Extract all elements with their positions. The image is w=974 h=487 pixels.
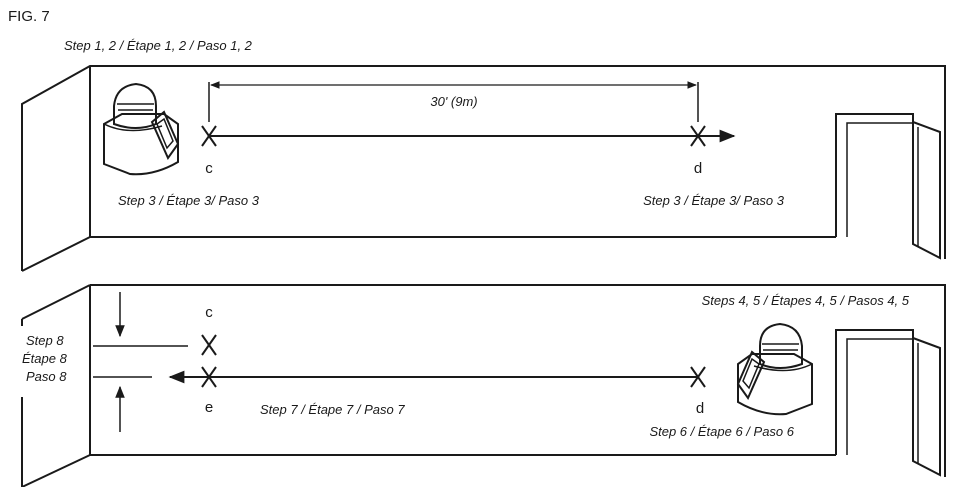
top-sensor-device: [103, 82, 180, 176]
top-point-d-label: d: [694, 160, 702, 177]
bottom-sensor-base-rim: [753, 363, 813, 372]
top-step3-right-label: Step 3 / Étape 3/ Paso 3: [643, 193, 785, 208]
bottom-room: [21, 284, 946, 487]
bottom-point-d-label: d: [696, 400, 704, 417]
bottom-doorway: [835, 329, 941, 477]
bottom-panel-header: Steps 4, 5 / Étapes 4, 5 / Pasos 4, 5: [702, 293, 910, 308]
top-sensor-base: [103, 113, 179, 176]
top-panel-header: Step 1, 2 / Étape 1, 2 / Paso 1, 2: [64, 38, 253, 53]
step7-label: Step 7 / Étape 7 / Paso 7: [260, 402, 405, 417]
figure-label: FIG. 7: [8, 8, 50, 25]
top-door-panel: [912, 120, 941, 260]
bottom-door-frame-inner: [846, 338, 913, 455]
bottom-mark-d: [690, 366, 706, 388]
top-sensor-screen-inner: [156, 117, 174, 150]
step6-label: Step 6 / Étape 6 / Paso 6: [649, 424, 794, 439]
bottom-room-left-top: [21, 284, 91, 320]
bottom-sensor-dome: [759, 322, 803, 369]
top-room: [21, 65, 946, 272]
bottom-sensor-base: [737, 353, 813, 416]
step8-label-fr: Étape 8: [22, 351, 68, 366]
top-sensor-dome-band: [117, 103, 154, 111]
top-sensor-dome: [113, 82, 157, 129]
bottom-sensor-dome-band: [762, 343, 799, 351]
top-room-corner-edge: [21, 236, 91, 272]
step8-label-en: Step 8: [26, 333, 64, 348]
bottom-point-c-label: c: [205, 304, 213, 321]
top-sensor-base-rim: [103, 123, 163, 132]
top-doorway: [835, 113, 941, 260]
top-mark-d: [690, 125, 706, 147]
top-step3-left-label: Step 3 / Étape 3/ Paso 3: [118, 193, 260, 208]
top-room-outline: [21, 65, 946, 271]
bottom-mark-e: [201, 366, 217, 388]
top-mark-c: [201, 125, 217, 147]
bottom-sensor-device: [736, 322, 813, 416]
top-room-floor-edge: [89, 66, 836, 238]
bottom-room-outline: [90, 284, 946, 477]
top-point-c-label: c: [205, 160, 213, 177]
bottom-mark-c: [201, 334, 217, 356]
top-door-frame-inner: [846, 122, 913, 237]
bottom-sensor-screen-inner: [742, 357, 760, 390]
bottom-room-corner-edge: [21, 454, 91, 487]
bottom-point-e-label: e: [205, 399, 213, 416]
top-distance-label: 30' (9m): [430, 94, 477, 109]
top-sensor-screen: [150, 110, 180, 161]
bottom-door-panel: [912, 336, 941, 477]
step8-label-es: Paso 8: [26, 369, 67, 384]
bottom-sensor-screen: [736, 350, 766, 401]
